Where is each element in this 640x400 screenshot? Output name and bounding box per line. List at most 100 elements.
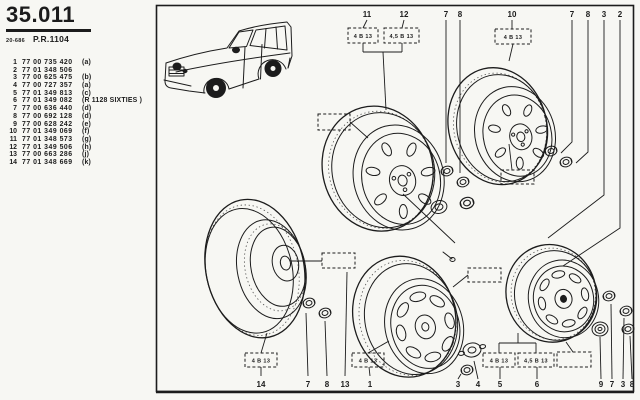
lug-nut	[455, 175, 471, 189]
callout-number: 3	[621, 380, 626, 389]
callout-number: 11	[363, 10, 372, 19]
leader-lines	[260, 19, 633, 380]
car-headlight	[172, 62, 182, 71]
callout-number: 10	[508, 10, 517, 19]
center-cap	[590, 320, 610, 338]
part-note: (e)	[82, 120, 92, 128]
part-ref: 13	[9, 151, 17, 159]
size-box-label: 4,5 B 13	[524, 359, 548, 365]
size-box	[347, 27, 379, 44]
part-ref: 10	[9, 128, 17, 136]
car-illustration	[163, 21, 293, 98]
empty-callout-box	[467, 267, 502, 283]
size-box	[244, 352, 278, 368]
part-ref: 4	[13, 82, 17, 90]
part-note: (h)	[82, 143, 92, 151]
lug-nut	[301, 296, 317, 310]
valve-stem	[449, 257, 456, 262]
empty-callout-box	[321, 252, 356, 269]
part-number: 77 00 628 242	[22, 120, 73, 128]
part-note: (j)	[82, 151, 90, 159]
part-ref: 2	[13, 66, 17, 74]
part-number: 77 01 348 506	[22, 66, 73, 74]
size-box	[383, 27, 420, 44]
part-ref: 3	[13, 74, 17, 82]
callout-number: 3	[602, 10, 607, 19]
wheel-deepdish-back	[204, 198, 307, 339]
hub-ring	[429, 198, 449, 216]
empty-callout-box	[556, 351, 592, 368]
empty-callout-box	[317, 113, 351, 131]
empty-callout-box	[500, 169, 535, 185]
part-number: 77 00 663 286	[22, 151, 73, 159]
callout-number: 7	[610, 380, 615, 389]
size-box	[494, 28, 532, 45]
part-number: 77 00 625 475	[22, 74, 73, 82]
part-ref: 6	[13, 97, 17, 105]
size-box-label: 4 B 13	[504, 35, 523, 41]
part-note: (a)	[82, 82, 92, 90]
wheel-steel-rear	[447, 67, 557, 186]
part-number: 77 01 349 082	[22, 97, 73, 105]
part-number: 77 00 735 420	[22, 59, 73, 66]
part-row: 6 77 01 349 082 (R 1128 SIXTIES )	[6, 97, 156, 105]
part-row: 4 77 00 727 357 (a)	[6, 82, 156, 90]
part-ref: 11	[9, 135, 17, 143]
size-box	[351, 352, 385, 368]
part-row: 10 77 01 349 069 (f)	[6, 128, 156, 136]
parts-list: 1 77 00 735 420 (a) 2 77 01 348 506 3 77 00 …	[6, 59, 156, 167]
part-number: 77 01 349 813	[22, 89, 73, 97]
part-note: (f)	[82, 128, 90, 136]
part-number: 77 00 727 357	[22, 82, 73, 90]
size-label-boxes: 4 B 13 4,5 B 13 4 B 13 4 B 13 4 B 13 4 B…	[244, 27, 592, 368]
part-row: 11 77 01 348 573 (g)	[6, 136, 156, 144]
part-ref: 9	[13, 120, 17, 128]
part-ref: 7	[13, 105, 17, 113]
wheel-steel-front	[321, 105, 445, 232]
lug-nut	[618, 304, 634, 318]
part-note: (g)	[82, 135, 92, 143]
part-ref: 1	[13, 59, 17, 66]
edition-code: 20-686	[6, 38, 25, 44]
wheel-alloy-slotted	[505, 243, 600, 343]
part-row: 13 77 00 663 286 (j)	[6, 151, 156, 159]
lug-nut	[317, 306, 333, 320]
car-mirror	[232, 46, 240, 54]
pr-code: P.R.1104	[32, 34, 70, 44]
callout-number: 8	[458, 10, 463, 19]
callout-number: 8	[586, 10, 591, 19]
callout-number: 9	[599, 380, 604, 389]
diagram-frame	[155, 4, 635, 393]
callout-number: 7	[570, 10, 575, 19]
size-box-label: 4 B 13	[354, 34, 373, 40]
callout-number: 5	[498, 380, 503, 389]
part-number: 77 01 348 669	[22, 158, 73, 166]
callout-number: 4	[476, 380, 481, 389]
part-note: (d)	[82, 112, 92, 120]
callout-number: 13	[341, 380, 350, 389]
size-box	[517, 352, 555, 368]
lug-nut	[458, 195, 476, 211]
callout-number: 3	[456, 380, 461, 389]
part-row: 9 77 00 628 242 (e)	[6, 121, 156, 129]
lug-nut	[459, 363, 475, 377]
size-box	[482, 352, 516, 368]
part-note: (c)	[82, 89, 92, 97]
hardware-parts	[301, 144, 636, 377]
part-note: (b)	[82, 74, 92, 82]
callout-number: 7	[444, 10, 449, 19]
part-ref: 8	[13, 112, 17, 120]
part-ref: 12	[9, 143, 17, 151]
part-note: (R 1128 SIXTIES )	[82, 97, 143, 105]
part-number: 77 00 636 440	[22, 105, 73, 113]
part-number: 77 01 349 069	[22, 128, 73, 136]
part-row: 3 77 00 625 475 (b)	[6, 74, 156, 82]
part-ref: 14	[9, 158, 17, 166]
part-number: 77 01 348 573	[22, 135, 73, 143]
wheel-alloy-spoked	[351, 255, 465, 378]
